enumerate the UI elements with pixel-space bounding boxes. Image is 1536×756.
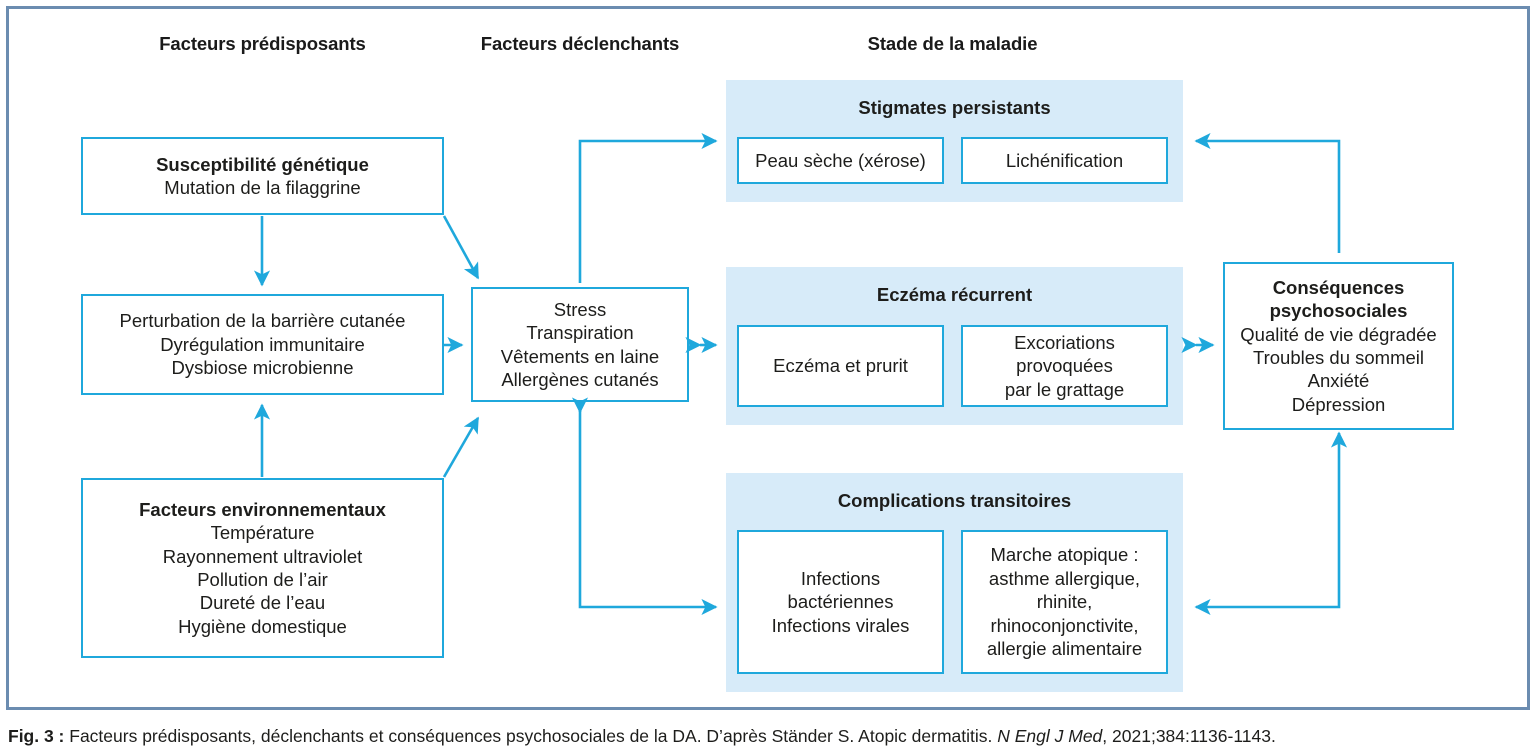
box-consequences-line-1: Qualité de vie dégradée: [1240, 323, 1437, 345]
stage-band-title-transient: Complications transitoires: [837, 490, 1072, 511]
box-environmental-line-1: Température: [210, 522, 315, 544]
box-barrier-disruption: Perturbation de la barrière cutanée Dyré…: [81, 294, 444, 395]
box-triggers: Stress Transpiration Vêtements en laine …: [471, 287, 689, 402]
figure-caption-label: Fig. 3 :: [8, 726, 65, 746]
box-environmental-line-2: Rayonnement ultraviolet: [162, 545, 363, 567]
column-heading-predisposing: Facteurs prédisposants: [159, 33, 366, 54]
box-barrier-line-3: Dysbiose microbienne: [171, 357, 354, 379]
box-excoriations-line-3: par le grattage: [1004, 378, 1125, 400]
column-heading-triggers: Facteurs déclenchants: [480, 33, 680, 54]
box-triggers-line-3: Vêtements en laine: [500, 345, 660, 367]
box-lichenification: Lichénification: [961, 137, 1168, 184]
box-genetic-susceptibility: Susceptibilité génétique Mutation de la …: [81, 137, 444, 215]
box-environmental-line-3: Pollution de l’air: [197, 569, 328, 590]
box-lichenification-line-1: Lichénification: [1005, 149, 1124, 171]
box-infections-line-1: Infections: [800, 567, 881, 589]
box-atopic-march-line-2: asthme allergique,: [988, 567, 1141, 589]
box-triggers-line-1: Stress: [553, 298, 607, 320]
box-eczema-pruritus: Eczéma et prurit: [737, 325, 944, 407]
box-environmental-title: Facteurs environnementaux: [139, 498, 386, 520]
stage-band-title-recurrent: Eczéma récurrent: [876, 284, 1033, 305]
figure-caption: Fig. 3 : Facteurs prédisposants, déclenc…: [8, 726, 1528, 747]
box-consequences-line-3: Anxiété: [1307, 370, 1370, 392]
box-environmental-line-5: Hygiène domestique: [178, 615, 347, 637]
figure-caption-text-after: , 2021;384:1136-1143.: [1102, 726, 1276, 746]
column-heading-stages: Stade de la maladie: [867, 33, 1038, 54]
box-genetic-title: Susceptibilité génétique: [156, 153, 369, 175]
box-consequences-line-2: Troubles du sommeil: [1252, 347, 1425, 368]
stage-band-title-persistent: Stigmates persistants: [858, 97, 1051, 118]
box-infections-line-2: bactériennes: [787, 591, 894, 613]
box-psychosocial-consequences: Conséquences psychosociales Qualité de v…: [1223, 262, 1454, 430]
box-atopic-march-line-3: rhinite,: [1036, 591, 1093, 613]
box-triggers-line-4: Allergènes cutanés: [501, 368, 659, 390]
figure-caption-journal: N Engl J Med: [997, 726, 1103, 746]
box-dry-skin-line-1: Peau sèche (xérose): [755, 149, 926, 171]
box-excoriations-line-1: Excoriations: [1014, 331, 1115, 353]
box-eczema-pruritus-line-1: Eczéma et prurit: [773, 355, 908, 377]
box-excoriations: Excoriations provoquées par le grattage: [961, 325, 1168, 407]
box-genetic-line-1: Mutation de la filaggrine: [164, 177, 361, 198]
box-barrier-line-1: Perturbation de la barrière cutanée: [119, 310, 406, 332]
box-environmental-factors: Facteurs environnementaux Température Ra…: [81, 478, 444, 658]
box-environmental-line-4: Dureté de l’eau: [199, 592, 326, 614]
box-consequences-title-2: psychosociales: [1269, 300, 1408, 322]
box-dry-skin: Peau sèche (xérose): [737, 137, 944, 184]
box-consequences-line-4: Dépression: [1291, 393, 1386, 415]
box-atopic-march-line-5: allergie alimentaire: [986, 638, 1143, 660]
box-excoriations-line-2: provoquées: [1016, 355, 1113, 377]
box-atopic-march-line-4: rhinoconjonctivite,: [990, 614, 1139, 636]
box-infections-line-3: Infections virales: [771, 614, 910, 636]
box-infections: Infections bactériennes Infections viral…: [737, 530, 944, 674]
box-atopic-march-line-1: Marche atopique :: [990, 544, 1139, 566]
box-barrier-line-2: Dyrégulation immunitaire: [160, 333, 365, 355]
figure-caption-text-before: Facteurs prédisposants, déclenchants et …: [64, 726, 998, 746]
box-triggers-line-2: Transpiration: [526, 322, 634, 344]
box-atopic-march: Marche atopique : asthme allergique, rhi…: [961, 530, 1168, 674]
box-consequences-title-1: Conséquences: [1272, 276, 1405, 298]
